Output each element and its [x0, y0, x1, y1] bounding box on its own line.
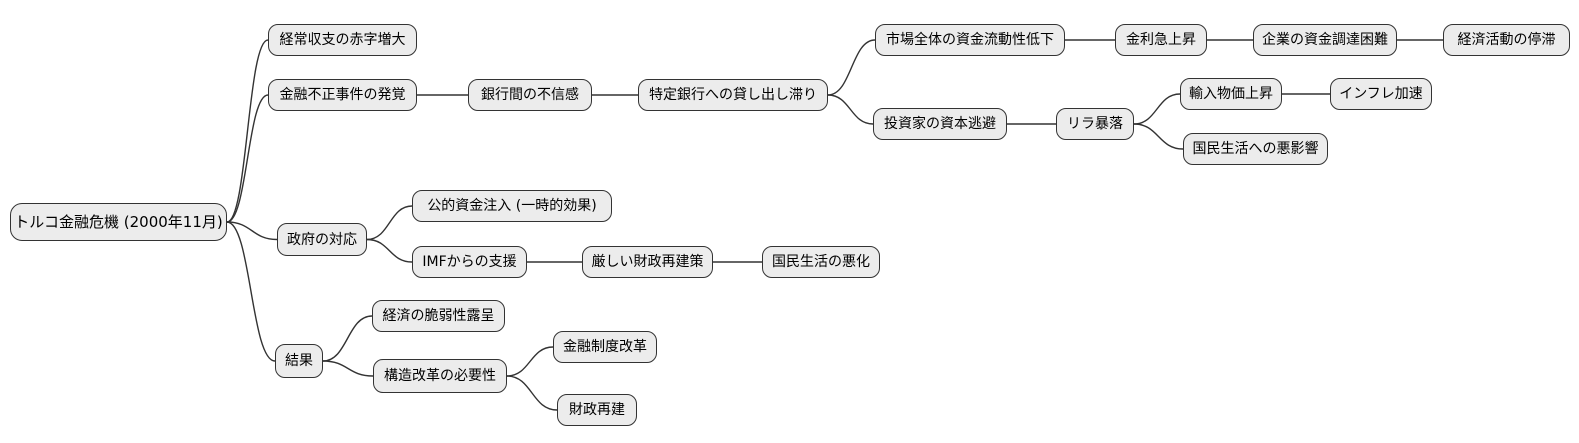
edge-lira-yunyu	[1133, 93, 1181, 125]
node-saikensaku: 厳しい財政再建策	[582, 246, 713, 278]
edge-root-keijou	[226, 39, 269, 223]
node-chotatsu: 企業の資金調達困難	[1253, 24, 1397, 56]
node-lira: リラ暴落	[1056, 108, 1134, 140]
edge-kekka-zeijaku	[322, 315, 373, 362]
node-root: トルコ金融危機 (2000年11月)	[10, 203, 227, 241]
node-infure: インフレ加速	[1330, 78, 1432, 110]
node-teitai: 経済活動の停滞	[1443, 24, 1570, 56]
node-kinri: 金利急上昇	[1115, 24, 1207, 56]
node-kashidashi: 特定銀行への貸し出し滞り	[638, 79, 828, 111]
edge-root-fusei	[226, 94, 269, 223]
edge-seifu-imf	[366, 238, 413, 263]
node-fushin: 銀行間の不信感	[468, 79, 592, 111]
edge-root-kekka	[226, 221, 276, 362]
edge-seifu-kouteki	[366, 205, 413, 241]
node-fusei: 金融不正事件の発覚	[268, 79, 417, 111]
edge-kekka-kouzou	[322, 360, 374, 377]
edge-root-seifu	[226, 221, 278, 241]
edge-kashidashi-touhi	[827, 94, 874, 125]
node-zaiseisaiken: 財政再建	[557, 394, 637, 426]
node-seifu: 政府の対応	[277, 223, 367, 256]
node-kouzou: 構造改革の必要性	[373, 359, 507, 393]
edge-kashidashi-ryudosei	[827, 39, 876, 96]
edge-kouzou-zaiseisaiken	[506, 375, 558, 411]
node-keijou: 経常収支の赤字増大	[268, 24, 417, 56]
node-kekka: 結果	[275, 344, 323, 378]
node-kouteki: 公的資金注入 (一時的効果)	[412, 190, 612, 222]
edge-kouzou-kinyuseido	[506, 346, 554, 377]
edge-lira-akueikyo	[1133, 123, 1184, 150]
node-akka: 国民生活の悪化	[762, 246, 880, 278]
node-yunyu: 輸入物価上昇	[1180, 78, 1282, 110]
node-kinyuseido: 金融制度改革	[553, 331, 657, 363]
node-zeijaku: 経済の脆弱性露呈	[372, 300, 505, 332]
node-ryudosei: 市場全体の資金流動性低下	[875, 24, 1065, 56]
node-touhi: 投資家の資本逃避	[873, 108, 1007, 140]
node-akueikyo: 国民生活への悪影響	[1183, 133, 1328, 165]
node-imf: IMFからの支援	[412, 246, 527, 278]
